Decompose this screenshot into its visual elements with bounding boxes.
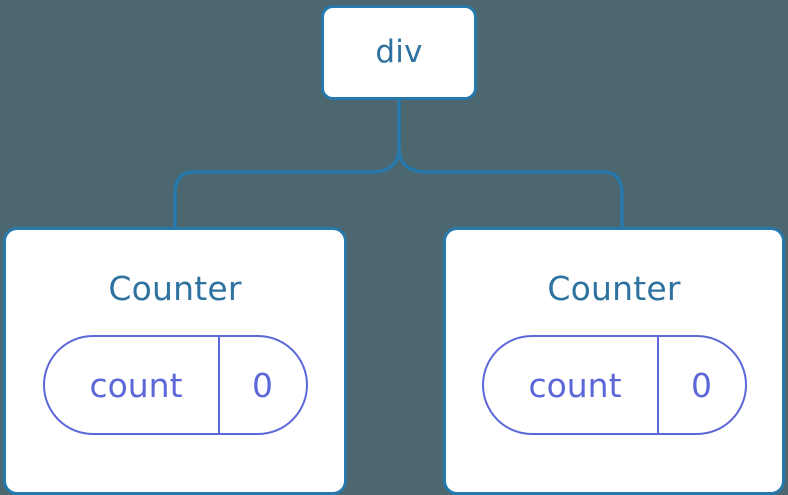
node-counter-0[interactable]: Counter count 0 [3,227,347,495]
state-key-counter-0: count [89,365,183,405]
node-div[interactable]: div [321,5,477,100]
connector-branch-right [397,146,624,228]
node-counter-1-label: Counter [547,269,681,308]
state-key-counter-1: count [528,365,622,405]
state-value-counter-0: 0 [217,337,306,433]
connector-branch-left [173,146,401,228]
node-div-label: div [375,34,423,70]
state-pill-counter-0[interactable]: count 0 [42,335,308,435]
state-pill-counter-1[interactable]: count 0 [481,335,747,435]
node-counter-1[interactable]: Counter count 0 [443,227,785,495]
state-value-counter-1: 0 [656,337,745,433]
node-counter-0-label: Counter [108,269,242,308]
